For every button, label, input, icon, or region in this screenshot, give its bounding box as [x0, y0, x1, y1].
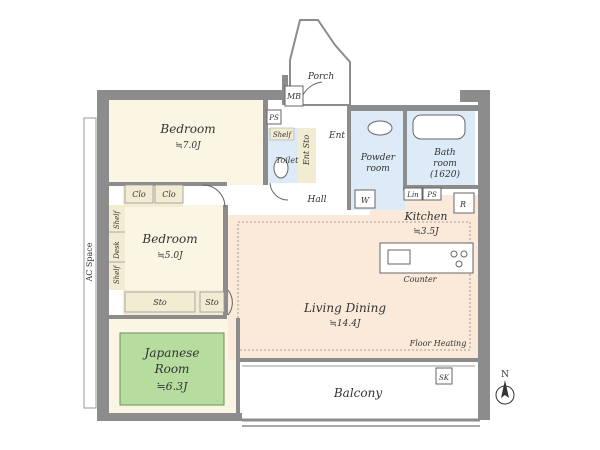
- ac-space-strip: [83, 117, 97, 409]
- washbasin-icon: [367, 120, 393, 136]
- wall-wet-top: [347, 105, 478, 111]
- door-swing[interactable]: [269, 182, 289, 201]
- wall-bed2-right: [223, 205, 228, 315]
- sink-icon: [387, 249, 411, 265]
- toilet-label: Toilet: [276, 156, 299, 165]
- wall-bath-bottom: [403, 185, 478, 189]
- toilet-shelf: [269, 127, 295, 141]
- stove-burner-icon: [455, 260, 463, 268]
- wall-bath-left: [403, 105, 407, 190]
- porch-label: Porch: [307, 72, 334, 82]
- japanese-area: ≒6.3J: [156, 380, 188, 393]
- bedroom1-name: Bedroom: [159, 122, 215, 136]
- ps-top-label: PS: [268, 114, 279, 122]
- closet-label-2: Clo: [162, 190, 176, 199]
- hall-label: Hall: [307, 195, 327, 205]
- ent-label: Ent: [328, 131, 345, 141]
- left-shelf-strip: [109, 205, 125, 290]
- japanese-name-2: Room: [154, 362, 190, 376]
- balcony-name: Balcony: [333, 386, 382, 400]
- bath-label-3: (1620): [430, 169, 460, 180]
- storage-label-1: Sto: [153, 298, 167, 307]
- counter-label: Counter: [403, 275, 437, 284]
- bedroom2-name: Bedroom: [141, 232, 197, 246]
- tatami-area: [119, 332, 225, 406]
- powder-label-2: room: [366, 164, 390, 174]
- sk-label: SK: [439, 374, 450, 382]
- stove-burner-icon: [460, 250, 468, 258]
- closet-box-1: [124, 184, 154, 204]
- ent-sto-label: Ent Sto: [302, 135, 311, 166]
- closet-box-2: [154, 184, 184, 204]
- mb-box: [284, 85, 304, 107]
- wall-right: [478, 90, 490, 420]
- shelf-left-label-2: Shelf: [113, 264, 121, 284]
- storage-box-1: [124, 291, 196, 313]
- mb-label: MB: [286, 92, 301, 101]
- toilet-shelf-label: Shelf: [273, 131, 293, 139]
- storage-label-2: Sto: [205, 298, 219, 307]
- bath-label-1: Bath: [433, 148, 455, 158]
- wall-japanese-right: [236, 318, 240, 418]
- kitchen-name: Kitchen: [404, 210, 448, 223]
- wall-bottom-left: [97, 413, 242, 421]
- bedroom2-area: ≒5.0J: [157, 251, 184, 261]
- wall-bed2-bottom: [107, 315, 227, 319]
- stove-burner-icon: [450, 250, 458, 258]
- storage-box-2: [199, 291, 225, 313]
- wall-balcony-divider: [238, 358, 480, 362]
- ent-storage-floor: [298, 128, 316, 183]
- ac-space-label: AC Space: [85, 242, 94, 282]
- toilet-icon: [273, 157, 289, 179]
- wall-top-left: [97, 90, 282, 100]
- wall-top-right: [460, 90, 490, 102]
- bedroom1-area: ≒7.0J: [175, 141, 202, 151]
- bedroom1-floor: [107, 100, 265, 185]
- shelf-left-label-1: Shelf: [113, 209, 121, 229]
- linen-box: [403, 187, 423, 201]
- walls: [97, 75, 490, 421]
- bath-label-2: room: [433, 159, 457, 169]
- compass: N: [495, 370, 515, 405]
- linen-label: Lin: [406, 191, 419, 199]
- floor-heating-label: Floor Heating: [409, 339, 467, 348]
- door-swing[interactable]: [227, 289, 233, 316]
- fridge-box: [453, 192, 475, 214]
- washer-box: [354, 189, 376, 209]
- closet-label-1: Clo: [132, 190, 146, 199]
- washer-label: W: [361, 196, 370, 205]
- fridge-label: R: [459, 200, 466, 209]
- ps-kitchen-label: PS: [426, 191, 437, 199]
- living-area: ≒14.4J: [329, 319, 362, 329]
- north-label: N: [501, 370, 509, 380]
- ps-top-box: [266, 109, 282, 125]
- wall-bed1-bottom: [107, 182, 227, 186]
- kitchen-area: ≒3.5J: [413, 227, 440, 237]
- living-name: Living Dining: [303, 301, 386, 315]
- wall-left: [97, 90, 109, 420]
- door-swing[interactable]: [202, 184, 226, 208]
- floor-heating-zone: [237, 221, 471, 351]
- wall-bed1-right: [263, 100, 268, 185]
- ps-kitchen-box: [422, 187, 442, 201]
- sk-box: [435, 367, 453, 385]
- japanese-name-1: Japanese: [142, 346, 200, 360]
- north-arrow-icon: [501, 380, 509, 398]
- bathtub-icon: [412, 114, 466, 140]
- wall-powder-left: [347, 105, 351, 210]
- desk-label: Desk: [113, 241, 121, 260]
- bedroom2-floor: [125, 205, 225, 290]
- powder-label-1: Powder: [360, 153, 396, 163]
